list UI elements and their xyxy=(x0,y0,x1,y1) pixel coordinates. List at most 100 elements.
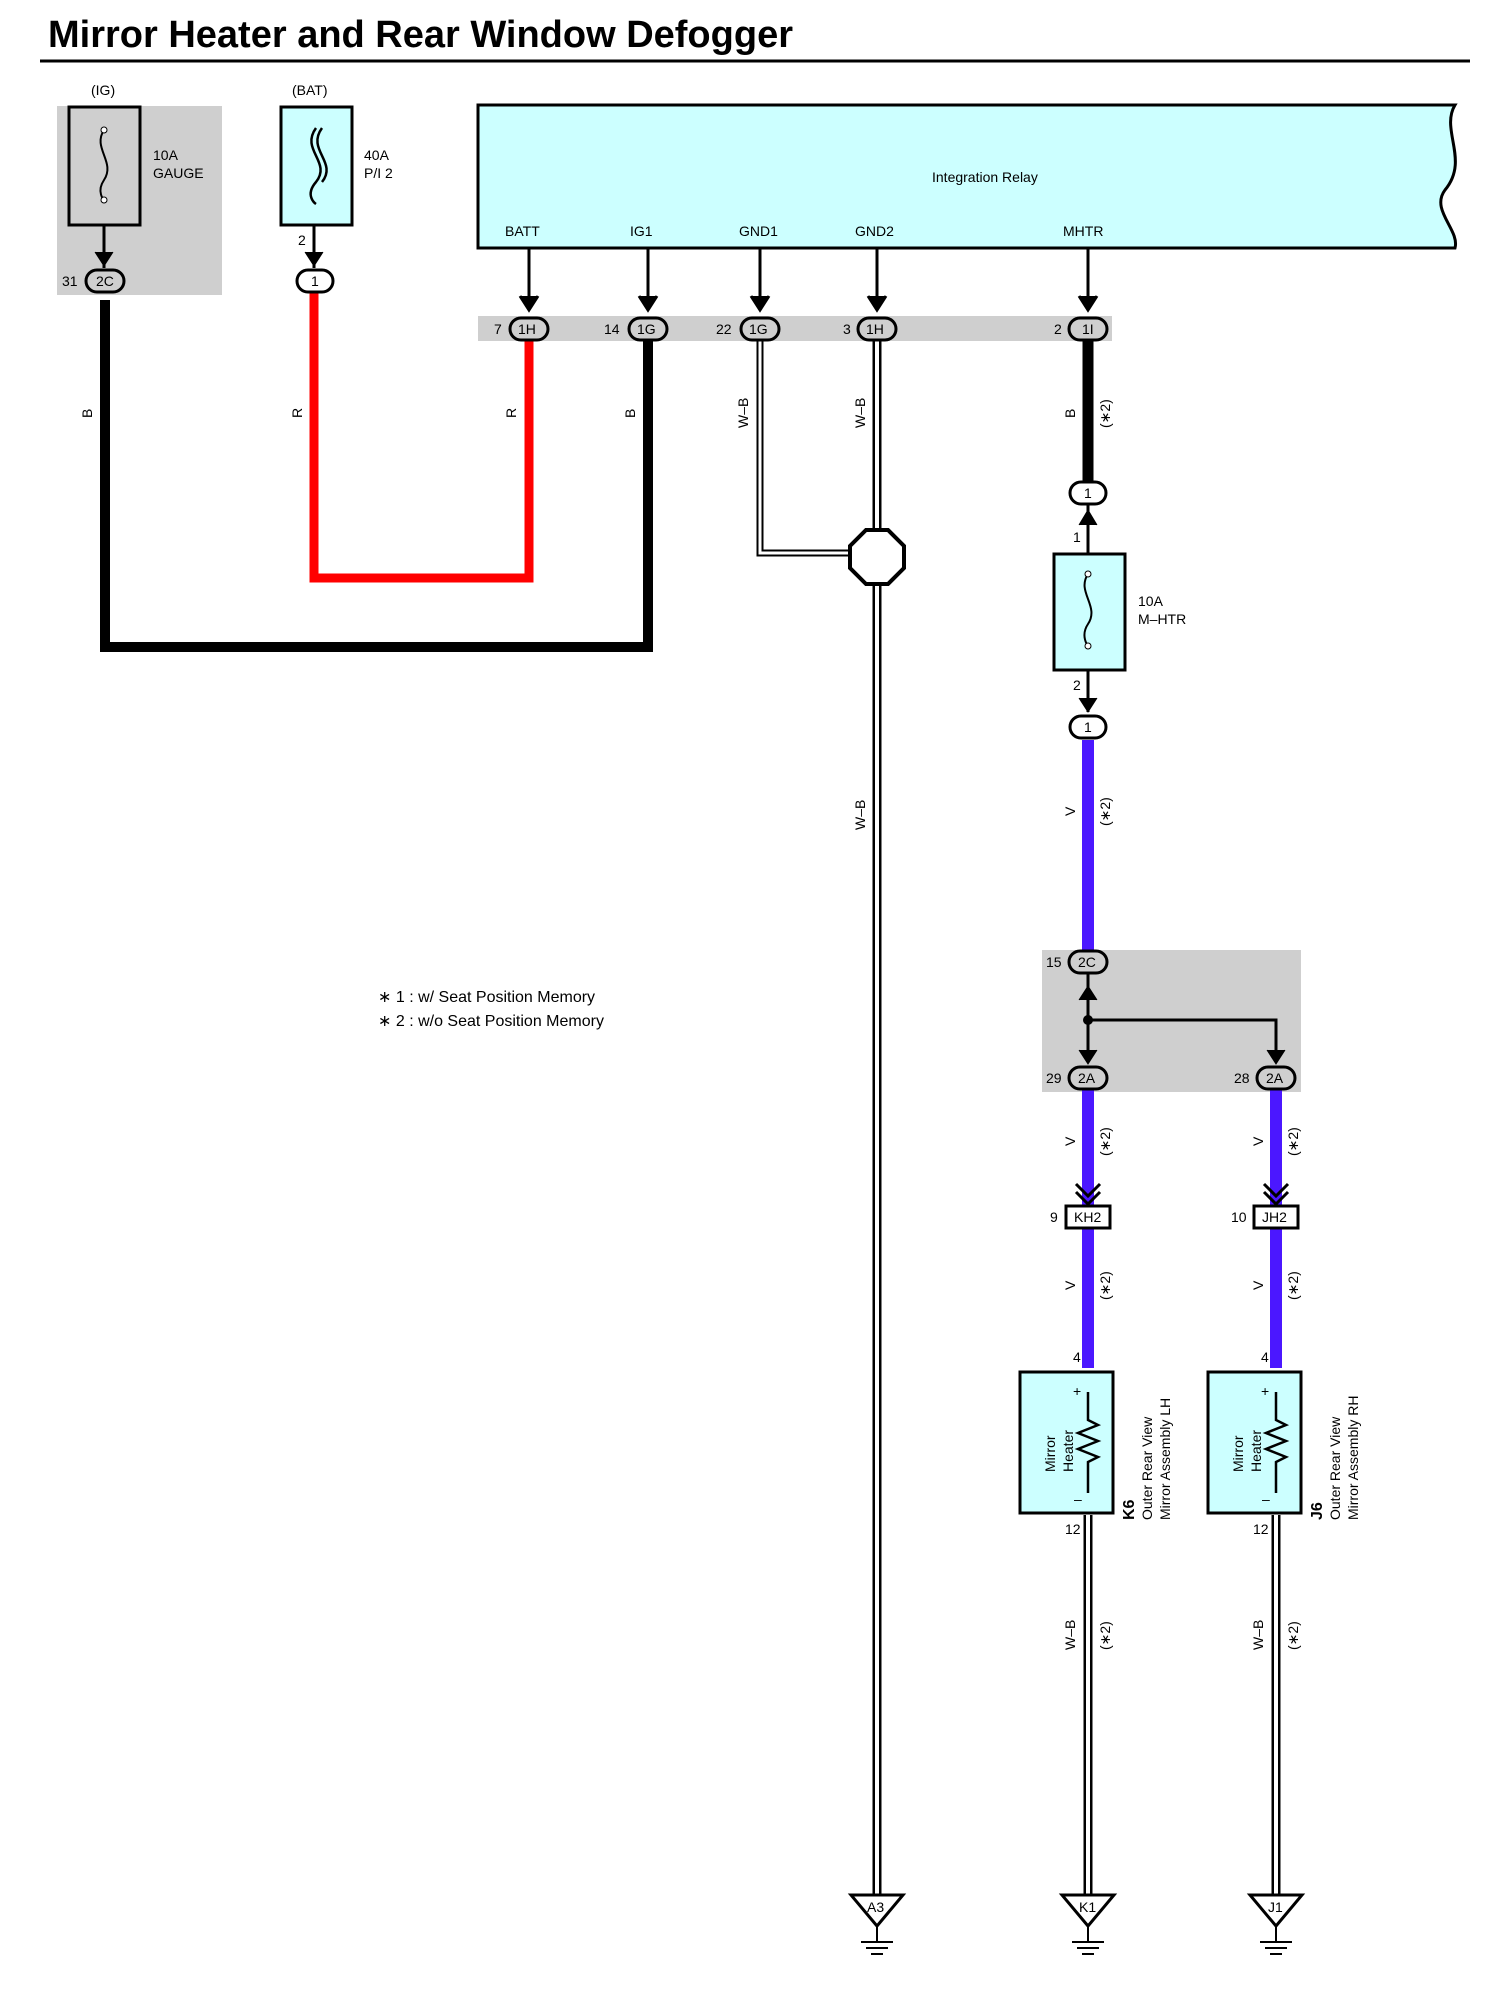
wire-label-v-3: V xyxy=(1250,1136,1266,1146)
svg-text:KH2: KH2 xyxy=(1074,1209,1101,1225)
mirror-heater-lh: + – Mirror Heater xyxy=(1018,1370,1115,1515)
mirror-rh-line1: Outer Rear View xyxy=(1327,1416,1343,1520)
svg-text:1G: 1G xyxy=(637,321,656,337)
splice-dot xyxy=(1083,1015,1093,1025)
mirror-rh-line2: Mirror Assembly RH xyxy=(1345,1396,1361,1520)
svg-text:+: + xyxy=(1261,1383,1269,1399)
ground-splice-octagon xyxy=(848,528,906,586)
svg-text:K1: K1 xyxy=(1079,1899,1096,1915)
mirror-heater-rh: + – Mirror Heater xyxy=(1206,1370,1303,1515)
svg-text:2C: 2C xyxy=(1078,954,1096,970)
svg-text:+: + xyxy=(1073,1383,1081,1399)
mirror-lh-pin-bottom: 12 xyxy=(1065,1521,1081,1537)
connector-jh2: JH2 10 xyxy=(1231,1182,1300,1230)
ground-j1: J1 xyxy=(1246,1893,1306,1955)
connector-1h-3: 1H 3 xyxy=(843,316,898,342)
wire-wb-gnd1 xyxy=(756,340,858,557)
gauge-rating: 10A xyxy=(153,147,179,163)
svg-text:A3: A3 xyxy=(867,1899,884,1915)
svg-text:1G: 1G xyxy=(749,321,768,337)
svg-text:2A: 2A xyxy=(1078,1070,1096,1086)
wire-label-wb-1: W–B xyxy=(735,398,751,428)
mirror-lh-code: K6 xyxy=(1121,1499,1138,1520)
terminal-gnd2: GND2 xyxy=(855,223,894,239)
connector-2c-31: 2C 31 xyxy=(62,268,126,294)
svg-text:1: 1 xyxy=(311,273,319,289)
terminal-batt: BATT xyxy=(505,223,540,239)
wire-label-wb-4: W–B xyxy=(1062,1620,1078,1650)
integration-relay xyxy=(476,103,1458,250)
connector-1h-7: 1H 7 xyxy=(494,316,550,342)
wire-red-r xyxy=(309,292,534,583)
mirror-rh-pin-top: 4 xyxy=(1261,1349,1269,1365)
wire-label-note-7: (∗2) xyxy=(1097,1621,1113,1650)
mhtr-rating: 10A xyxy=(1138,593,1164,609)
wire-label-note-1: (∗2) xyxy=(1097,399,1113,428)
wire-label-wb-3: W–B xyxy=(852,800,868,830)
svg-text:2: 2 xyxy=(1054,321,1062,337)
svg-text:1H: 1H xyxy=(518,321,536,337)
svg-text:1: 1 xyxy=(1084,485,1092,501)
connector-1-top: 1 xyxy=(1068,480,1108,506)
svg-text:3: 3 xyxy=(843,321,851,337)
mirror-lh-pin-top: 4 xyxy=(1073,1349,1081,1365)
pi2-rating: 40A xyxy=(364,147,390,163)
wire-label-b-1: B xyxy=(79,409,95,418)
wire-label-note-2: (∗2) xyxy=(1097,797,1113,826)
connector-1g-14: 1G 14 xyxy=(604,316,669,342)
connector-1-bottom: 1 xyxy=(1068,714,1108,740)
fuse-pi2 xyxy=(279,105,354,227)
gauge-name: GAUGE xyxy=(153,165,204,181)
wire-label-r-2: R xyxy=(503,408,519,418)
svg-text:14: 14 xyxy=(604,321,620,337)
wire-label-b-2: B xyxy=(622,409,638,418)
connector-2c-15: 2C 15 xyxy=(1046,949,1109,975)
mirror-rh-code: J6 xyxy=(1309,1502,1326,1520)
svg-text:Mirror: Mirror xyxy=(1042,1435,1058,1472)
wire-label-wb-5: W–B xyxy=(1250,1620,1266,1650)
svg-text:1: 1 xyxy=(1084,719,1092,735)
svg-text:7: 7 xyxy=(494,321,502,337)
note-seat-memory-1: ∗ 1 : w/ Seat Position Memory xyxy=(378,989,595,1006)
wire-label-v-1: V xyxy=(1062,806,1078,816)
svg-text:10: 10 xyxy=(1231,1209,1247,1225)
pi2-pin: 2 xyxy=(298,232,306,248)
pi2-name: P/I 2 xyxy=(364,165,393,181)
connector-2a-29: 2A 29 xyxy=(1046,1065,1109,1091)
wire-label-note-4: (∗2) xyxy=(1285,1127,1301,1156)
wire-label-b-3: B xyxy=(1062,409,1078,418)
connector-1i-2: 1I 2 xyxy=(1054,316,1109,342)
wire-label-note-6: (∗2) xyxy=(1285,1271,1301,1300)
wire-label-note-8: (∗2) xyxy=(1285,1621,1301,1650)
svg-text:–: – xyxy=(1074,1491,1082,1507)
mhtr-pin-bottom: 2 xyxy=(1073,677,1081,693)
mirror-lh-line2: Mirror Assembly LH xyxy=(1157,1398,1173,1520)
connector-2a-28: 2A 28 xyxy=(1234,1065,1297,1091)
wire-label-v-5: V xyxy=(1250,1280,1266,1290)
wire-label-note-3: (∗2) xyxy=(1097,1127,1113,1156)
wire-label-note-5: (∗2) xyxy=(1097,1271,1113,1300)
junction-strip xyxy=(478,316,1112,341)
connector-1g-22: 1G 22 xyxy=(716,316,781,342)
svg-text:2A: 2A xyxy=(1266,1070,1284,1086)
ground-k1: K1 xyxy=(1058,1893,1118,1955)
svg-text:15: 15 xyxy=(1046,954,1062,970)
wire-label-v-4: V xyxy=(1062,1280,1078,1290)
note-seat-memory-2: ∗ 2 : w/o Seat Position Memory xyxy=(378,1013,604,1030)
svg-text:28: 28 xyxy=(1234,1070,1250,1086)
diagram-title: Mirror Heater and Rear Window Defogger xyxy=(48,14,793,56)
svg-text:Mirror: Mirror xyxy=(1230,1435,1246,1472)
relay-terminal-leads xyxy=(518,248,1099,313)
terminal-gnd1: GND1 xyxy=(739,223,778,239)
svg-text:2C: 2C xyxy=(96,273,114,289)
terminal-ig1: IG1 xyxy=(630,223,653,239)
wire-label-r-1: R xyxy=(289,408,305,418)
ground-a3: A3 xyxy=(847,1893,907,1955)
svg-text:22: 22 xyxy=(716,321,732,337)
fuse-gauge xyxy=(67,105,142,227)
mhtr-pin-top: 1 xyxy=(1073,529,1081,545)
gauge-source: (IG) xyxy=(91,82,115,98)
connector-1-bat: 1 xyxy=(295,268,335,294)
mhtr-name: M–HTR xyxy=(1138,611,1186,627)
